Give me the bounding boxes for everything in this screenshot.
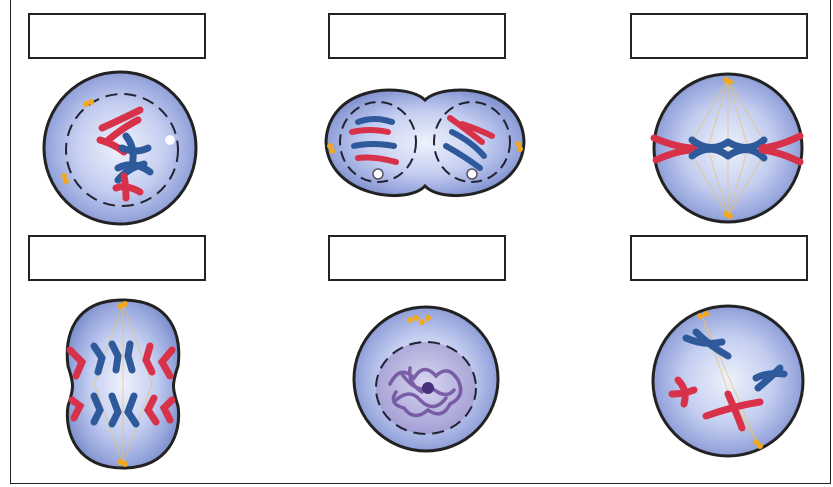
cell-anaphase (54, 296, 192, 472)
label-box-3[interactable] (630, 13, 808, 59)
cell-prophase (40, 68, 200, 228)
cell-interphase (350, 304, 502, 454)
label-box-5[interactable] (328, 235, 506, 281)
cell-metaphase (648, 70, 808, 226)
label-box-6[interactable] (630, 235, 808, 281)
cell-telophase (322, 84, 528, 202)
cell-prometaphase (648, 302, 808, 460)
label-box-4[interactable] (28, 235, 206, 281)
label-box-1[interactable] (28, 13, 206, 59)
label-box-2[interactable] (328, 13, 506, 59)
